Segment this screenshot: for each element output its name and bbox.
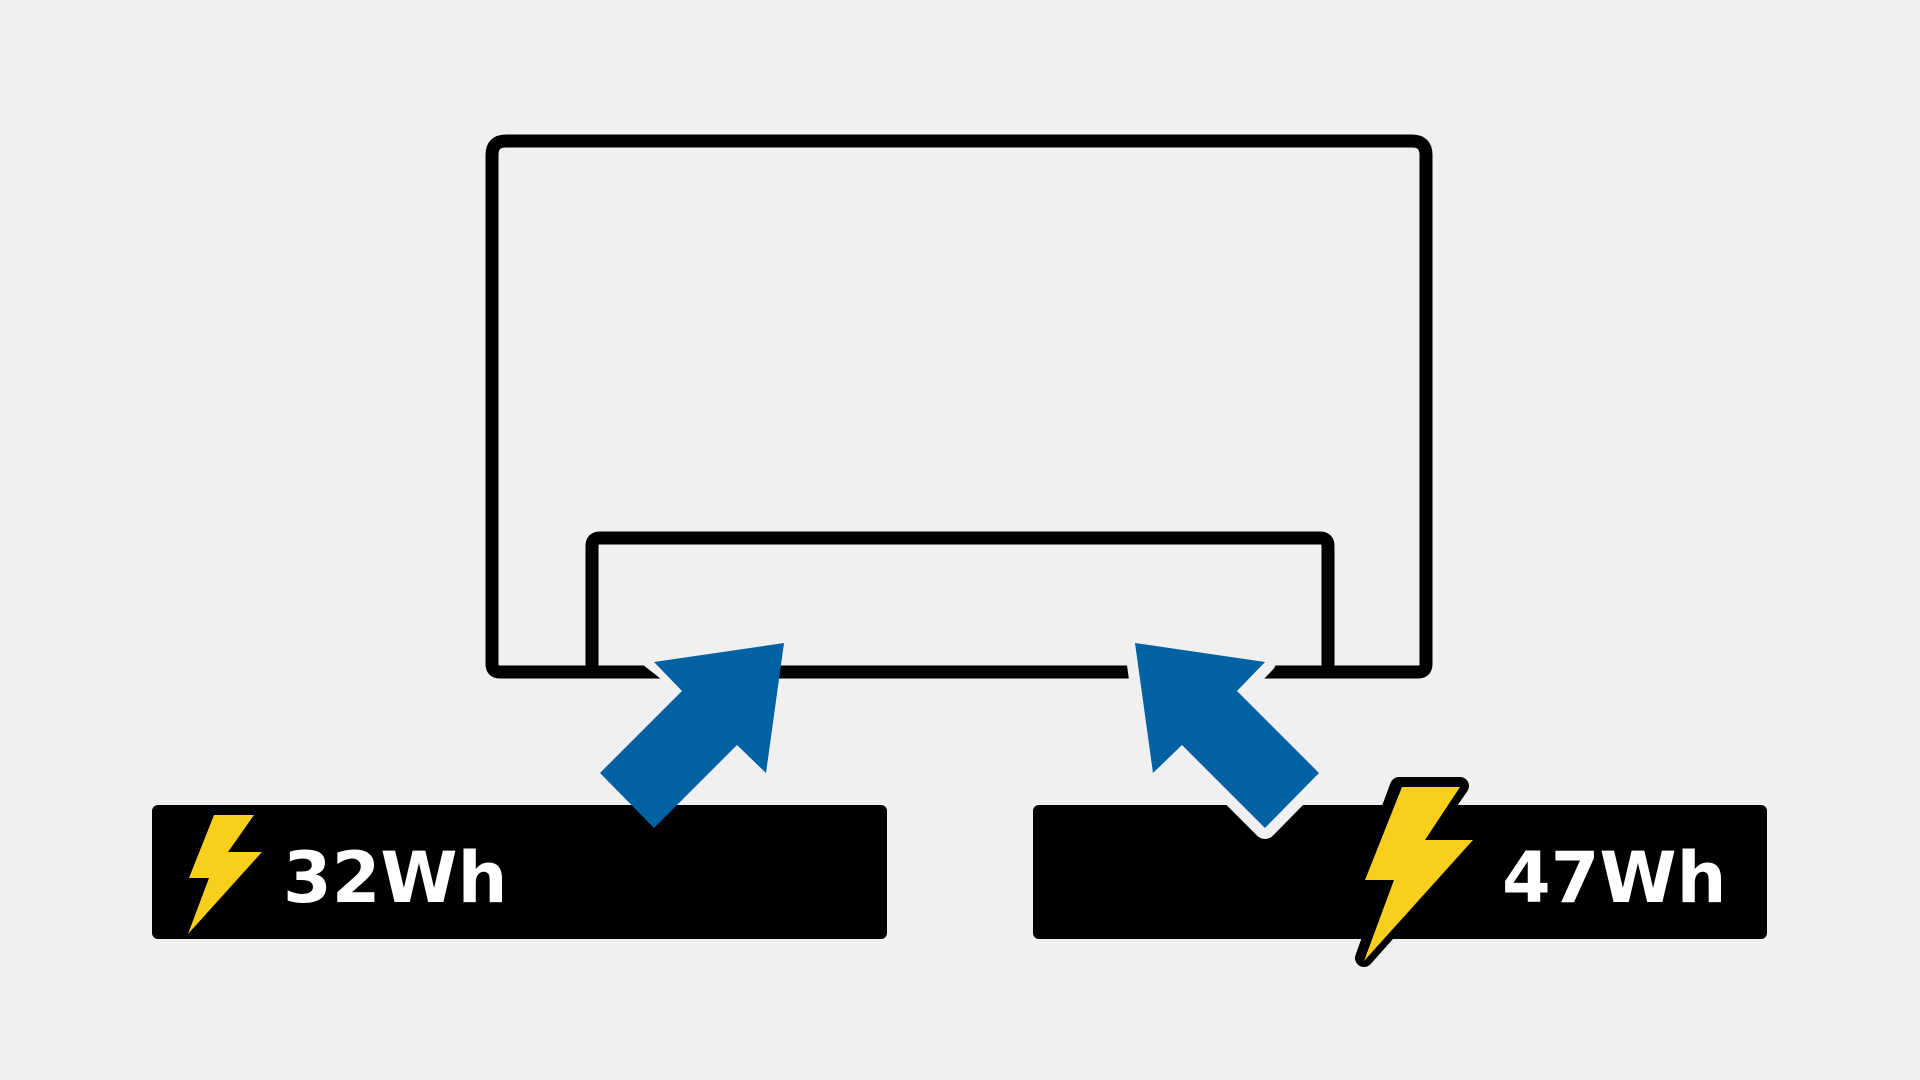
left-label-background bbox=[152, 805, 887, 939]
right-capacity-value: 47Wh bbox=[1502, 837, 1726, 919]
arrow-up-icon bbox=[533, 634, 784, 828]
lightning-bolt-icon bbox=[188, 815, 262, 934]
left-capacity-value: 32Wh bbox=[283, 837, 507, 919]
lightning-bolt-icon bbox=[1355, 777, 1482, 967]
device-outline bbox=[485, 134, 1433, 679]
arrow-up-icon bbox=[1124, 632, 1330, 839]
left-capacity-label: 32Wh bbox=[152, 805, 887, 939]
